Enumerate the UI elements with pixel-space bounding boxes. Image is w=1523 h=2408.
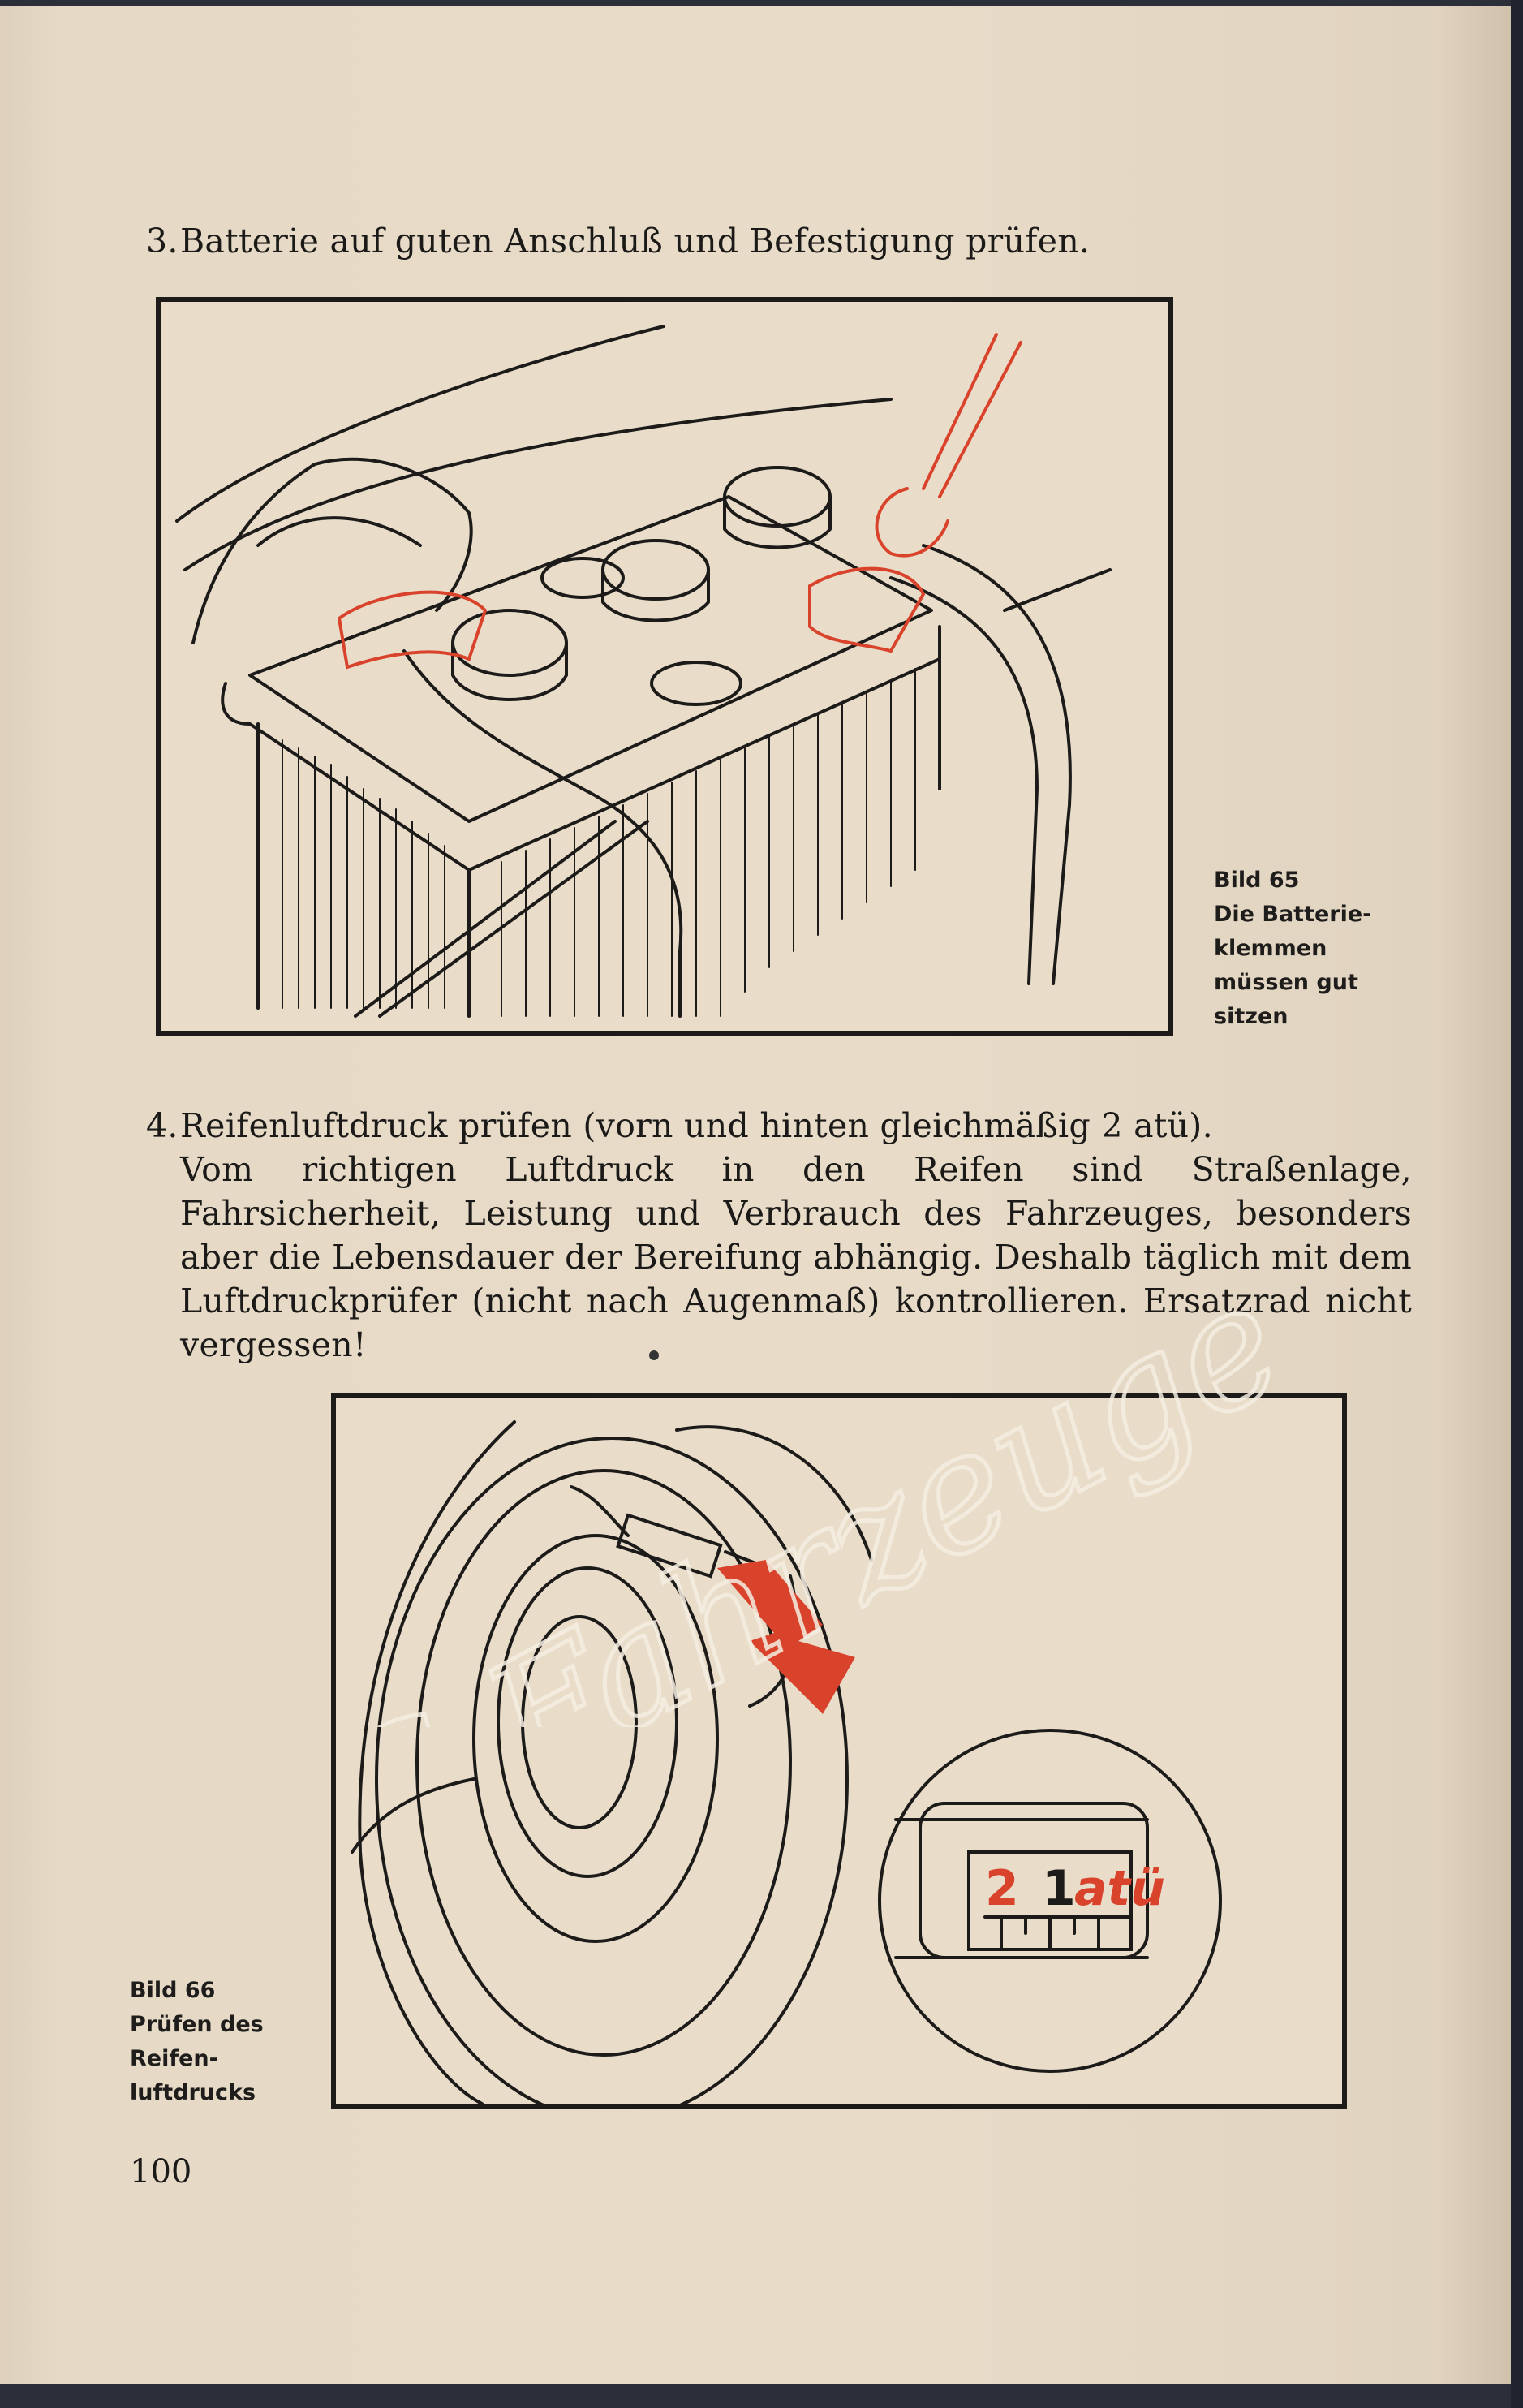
- item-number: 4.: [146, 1106, 179, 1145]
- caption-line: Bild 66: [130, 1978, 216, 2003]
- figure-tire-pressure-illustration: 2 1 atü: [331, 1393, 1347, 2109]
- item-number: 3.: [146, 222, 179, 261]
- page-number: 100: [130, 2153, 192, 2190]
- caption-line: müssen gut: [1214, 970, 1358, 995]
- gauge-label-1: 1: [1042, 1860, 1076, 1917]
- caption-line: sitzen: [1214, 1004, 1289, 1029]
- figure-battery-illustration: [156, 297, 1173, 1036]
- item-text: Batterie auf guten Anschluß und Befestig…: [180, 222, 1091, 261]
- tire-drawing: 2 1 atü: [351, 1420, 1222, 2104]
- caption-line: Bild 65: [1214, 868, 1300, 893]
- caption-line: klemmen: [1214, 936, 1327, 961]
- book-page: 3. Batterie auf guten Anschluß und Befes…: [0, 6, 1511, 2384]
- gauge-label-2: 2: [985, 1860, 1019, 1917]
- caption-line: Reifen-: [130, 2046, 218, 2071]
- figure-caption-66: Bild 66 Prüfen des Reifen- luftdrucks: [130, 1974, 264, 2110]
- item-body: Vom richtigen Luftdruck in den Reifen si…: [180, 1150, 1412, 1364]
- ink-dot: [649, 1350, 659, 1360]
- book-spine: [1511, 0, 1523, 2408]
- caption-line: Prüfen des: [130, 2012, 264, 2037]
- figure-caption-65: Bild 65 Die Batterie- klemmen müssen gut…: [1214, 864, 1371, 1034]
- gauge-label-unit: atü: [1074, 1860, 1165, 1917]
- instruction-item-3: 3. Batterie auf guten Anschluß und Befes…: [146, 219, 1120, 263]
- item-heading: Reifenluftdruck prüfen (vorn und hinten …: [180, 1106, 1213, 1145]
- instruction-item-4: 4. Reifenluftdruck prüfen (vorn und hint…: [146, 1104, 1412, 1367]
- caption-line: Die Batterie-: [1214, 902, 1372, 927]
- battery-drawing: [175, 325, 1112, 1018]
- caption-line: luftdrucks: [130, 2080, 256, 2105]
